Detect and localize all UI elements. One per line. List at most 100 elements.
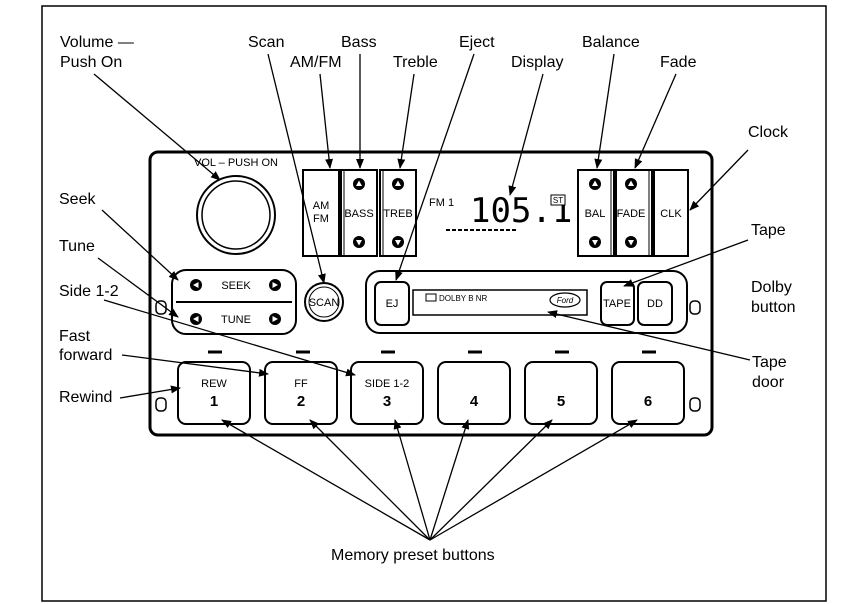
callout-side-12: Side 1-2	[59, 283, 119, 300]
preset-1-number: 1	[210, 393, 218, 410]
leader-display	[508, 73, 544, 196]
balance-button[interactable]: BAL	[577, 169, 615, 257]
preset-4-number: 4	[470, 393, 479, 410]
leader-rewind	[119, 385, 181, 399]
leader-seek	[101, 209, 179, 281]
vol-push-on-label: VOL – PUSH ON	[194, 157, 278, 169]
callout-scan: Scan	[248, 34, 284, 51]
display: FM 1 105.1 ST	[429, 191, 572, 231]
stereo-indicator	[550, 194, 566, 206]
seek-tune-rocker[interactable]: SEEK TUNE	[171, 269, 297, 335]
callout-fade: Fade	[660, 54, 697, 71]
callout-tape-door-line1: Tape	[752, 354, 787, 371]
callout-tape-door-line2: door	[752, 374, 785, 391]
dolby-button[interactable]: DD	[637, 281, 673, 326]
leader-lines	[93, 53, 751, 541]
leader-balance	[594, 53, 615, 169]
callout-memory-preset: Memory preset buttons	[331, 547, 495, 564]
callout-tune: Tune	[59, 238, 95, 255]
screw-right-top	[689, 300, 701, 315]
fade-label: FADE	[617, 208, 646, 220]
callout-fast-forward-line1: Fast	[59, 328, 91, 345]
clock-button[interactable]: CLK	[653, 169, 689, 257]
dolby-text: DOLBY B NR	[439, 294, 488, 303]
callout-dolby-line2: button	[751, 299, 795, 316]
fm-label: FM	[313, 213, 329, 225]
preset-3-number: 3	[383, 393, 391, 410]
callout-display: Display	[511, 54, 563, 71]
callout-am-fm: AM/FM	[290, 54, 342, 71]
leader-preset-2	[309, 419, 431, 541]
preset-6-number: 6	[644, 393, 652, 410]
leader-side-12	[103, 299, 356, 377]
callout-volume-line2: Push On	[60, 54, 122, 71]
preset-button-6[interactable]: 6	[611, 361, 685, 425]
clk-label: CLK	[660, 208, 682, 220]
callout-seek: Seek	[59, 191, 96, 208]
leader-fade	[634, 73, 677, 169]
bass-button[interactable]: BASS	[340, 169, 378, 257]
ford-logo	[549, 292, 581, 308]
leader-clock	[689, 149, 749, 211]
preset-5-number: 5	[557, 393, 565, 410]
callout-treble: Treble	[393, 54, 438, 71]
stereo-label: ST	[553, 196, 563, 205]
callout-bass: Bass	[341, 34, 377, 51]
leader-am-fm	[319, 73, 334, 169]
leader-preset-5	[429, 419, 553, 541]
fade-button[interactable]: FADE	[615, 169, 653, 257]
preset-2-top-label: FF	[294, 378, 308, 390]
preset-button-2[interactable]: FF 2	[264, 361, 338, 425]
callout-fast-forward-line2: forward	[59, 347, 112, 364]
callout-eject: Eject	[459, 34, 495, 51]
leader-eject	[395, 53, 475, 281]
leader-preset-6	[429, 419, 638, 541]
leader-preset-1	[221, 419, 431, 541]
callout-balance: Balance	[582, 34, 640, 51]
scan-button[interactable]: SCAN	[304, 282, 344, 322]
bass-label: BASS	[344, 208, 373, 220]
ford-label: Ford	[557, 296, 574, 305]
tape-door[interactable]: DOLBY B NR Ford	[412, 289, 588, 316]
leader-treble	[397, 73, 415, 169]
leader-preset-4	[429, 419, 470, 541]
leader-preset-3	[393, 419, 431, 541]
band-label: FM 1	[429, 197, 454, 209]
preset-2-number: 2	[297, 393, 305, 410]
am-fm-button[interactable]: AM FM	[302, 169, 340, 257]
seek-label: SEEK	[221, 280, 251, 292]
treb-label: TREB	[383, 208, 412, 220]
callout-clock: Clock	[748, 124, 789, 141]
preset-button-4[interactable]: 4	[437, 361, 511, 425]
tape-label: TAPE	[603, 298, 631, 310]
bal-label: BAL	[585, 208, 606, 220]
dolby-symbol-label: DD	[647, 298, 663, 310]
ej-label: EJ	[386, 298, 399, 310]
screw-left-bottom	[155, 397, 167, 412]
eject-button[interactable]: EJ	[374, 281, 410, 326]
scan-label: SCAN	[309, 297, 340, 309]
leader-tape-door	[547, 310, 751, 361]
preset-1-top-label: REW	[201, 378, 227, 390]
preset-button-5[interactable]: 5	[524, 361, 598, 425]
volume-knob[interactable]	[196, 175, 276, 255]
callout-dolby-line1: Dolby	[751, 279, 792, 296]
screw-right-bottom	[689, 397, 701, 412]
preset-button-1[interactable]: REW 1	[177, 361, 251, 425]
leader-scan	[267, 53, 326, 284]
callout-tape: Tape	[751, 222, 786, 239]
am-label: AM	[313, 200, 330, 212]
leader-tune	[97, 257, 179, 318]
tune-label: TUNE	[221, 314, 251, 326]
leader-tape	[623, 239, 749, 287]
callout-volume-line1: Volume —	[60, 34, 134, 51]
dolby-logo-icon	[425, 293, 437, 302]
tape-button[interactable]: TAPE	[600, 281, 635, 326]
callout-rewind: Rewind	[59, 389, 112, 406]
treble-button[interactable]: TREB	[379, 169, 417, 257]
leader-volume	[93, 73, 221, 181]
preset-3-top-label: SIDE 1-2	[365, 378, 410, 390]
leader-fast-forward	[121, 354, 269, 377]
preset-button-3[interactable]: SIDE 1-2 3	[350, 361, 424, 425]
